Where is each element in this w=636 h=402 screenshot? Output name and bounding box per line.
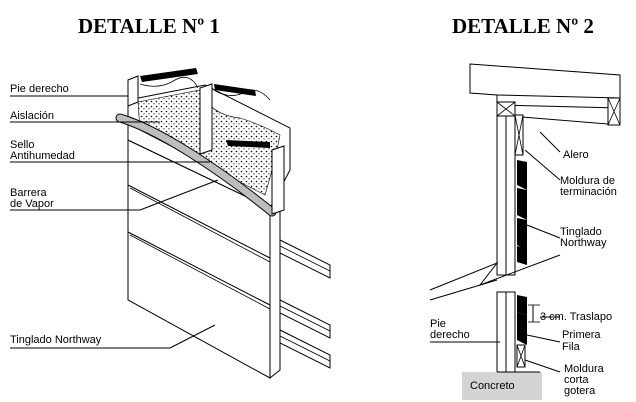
label-moldura-corta-line1: Moldura bbox=[564, 363, 605, 375]
label-moldura-term-line1: Moldura de bbox=[560, 175, 615, 187]
label-tinglado-line2: Northway bbox=[560, 237, 607, 249]
detail-2-title: DETALLE Nº 2 bbox=[452, 14, 594, 38]
stud-right bbox=[271, 145, 285, 215]
siding-board-joint bbox=[127, 231, 271, 306]
label-moldura-corta-line2: corta bbox=[564, 374, 589, 386]
label-alero: Alero bbox=[563, 149, 589, 161]
siding-board-joint bbox=[127, 184, 271, 259]
eave bbox=[469, 63, 621, 126]
leader-moldura-term bbox=[524, 149, 561, 181]
siding-edge bbox=[269, 198, 281, 380]
label-primera-line1: Primera bbox=[562, 329, 601, 341]
stud-left bbox=[127, 75, 139, 107]
label-tinglado: Tinglado Northway bbox=[10, 334, 102, 346]
leader-moldura-corta bbox=[524, 359, 561, 373]
first-row-board bbox=[517, 312, 527, 345]
detail-2-drawing bbox=[429, 63, 621, 400]
detail-1-drawing bbox=[10, 68, 331, 380]
label-moldura-term-line2: terminación bbox=[560, 186, 617, 198]
label-barrera-line1: Barrera bbox=[10, 187, 48, 199]
rail bbox=[279, 239, 331, 279]
label-sello-line2: Antihumedad bbox=[10, 150, 75, 162]
siding-board bbox=[517, 160, 527, 190]
moisture-seal bbox=[116, 114, 276, 216]
leader-primera-fila bbox=[526, 334, 561, 343]
detail-1-title: DETALLE Nº 1 bbox=[78, 14, 220, 38]
label-aislacion: Aislación bbox=[10, 110, 54, 122]
label-traslapo: 3 cm. Traslapo bbox=[540, 311, 612, 323]
label-moldura-corta-line3: gotera bbox=[564, 385, 596, 397]
label-pie-line1: Pie bbox=[430, 318, 446, 330]
label-concreto: Concreto bbox=[470, 380, 515, 392]
label-barrera-line2: de Vapor bbox=[10, 198, 54, 210]
stud-cap bbox=[140, 68, 198, 82]
label-primera-line2: Fila bbox=[562, 341, 581, 353]
label-tinglado-line1: Tinglado bbox=[560, 226, 602, 238]
stud-middle bbox=[199, 83, 213, 155]
concrete-block bbox=[462, 372, 542, 400]
leader-tinglado bbox=[526, 224, 561, 239]
break-line bbox=[429, 254, 561, 291]
label-pie-derecho: Pie derecho bbox=[10, 83, 69, 95]
leader-alero bbox=[539, 131, 561, 153]
rail bbox=[279, 329, 331, 369]
label-pie-line2: derecho bbox=[430, 329, 470, 341]
label-sello-line1: Sello bbox=[10, 139, 34, 151]
rail bbox=[279, 299, 331, 339]
